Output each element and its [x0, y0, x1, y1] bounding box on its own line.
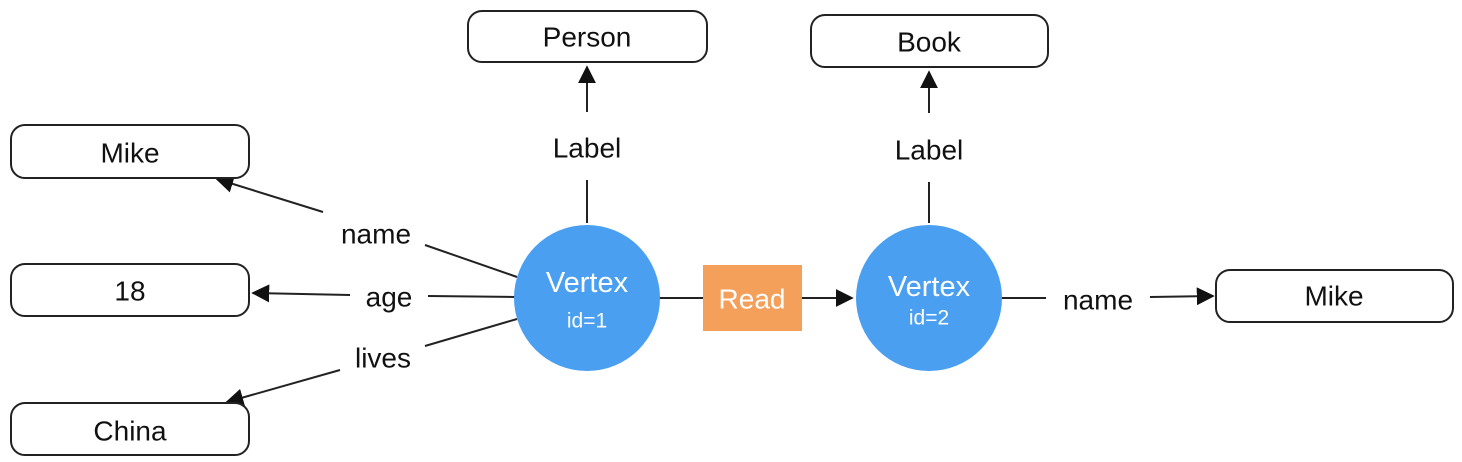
vertex-2-title: Vertex: [888, 271, 971, 303]
name-2-arrow: [1149, 287, 1215, 306]
lives-edge: lives: [355, 343, 411, 374]
vertex-1: Vertex id=1: [514, 225, 660, 371]
lives-line-inner: [424, 318, 518, 347]
mike-right-node-label: Mike: [1304, 281, 1363, 312]
age-value-node-label: 18: [114, 276, 145, 307]
name-edge-1: name: [341, 219, 411, 250]
vertex-1-id: id=1: [567, 310, 607, 333]
vertex-2-id: id=2: [909, 307, 949, 330]
name-1-arrow: [215, 175, 324, 213]
book-node-label: Book: [897, 27, 962, 58]
mike-right-node: Mike: [1215, 269, 1454, 323]
age-value-node: 18: [10, 263, 250, 317]
name-edge-2: name: [1063, 285, 1133, 316]
age-edge: age: [366, 282, 413, 313]
vertex-2: Vertex id=2: [856, 225, 1002, 371]
vertex-1-title: Vertex: [546, 267, 629, 299]
label-edge-2: Label: [895, 135, 964, 166]
mike-left-node-label: Mike: [100, 138, 159, 169]
age-arrow: [251, 284, 351, 303]
china-node: China: [10, 402, 250, 456]
lives-arrow: [225, 369, 341, 407]
read-edge: Read: [703, 265, 802, 331]
mike-left-node: Mike: [10, 124, 250, 179]
china-node-label: China: [93, 416, 167, 447]
label-edge-1: Label: [553, 133, 622, 164]
person-node: Person: [467, 10, 708, 63]
edge-lines: [215, 65, 1215, 407]
age-line-inner: [427, 295, 516, 298]
read-edge-label: Read: [719, 284, 786, 315]
book-node: Book: [810, 14, 1049, 68]
name-1-line-inner: [424, 244, 518, 278]
person-node-label: Person: [543, 22, 632, 53]
